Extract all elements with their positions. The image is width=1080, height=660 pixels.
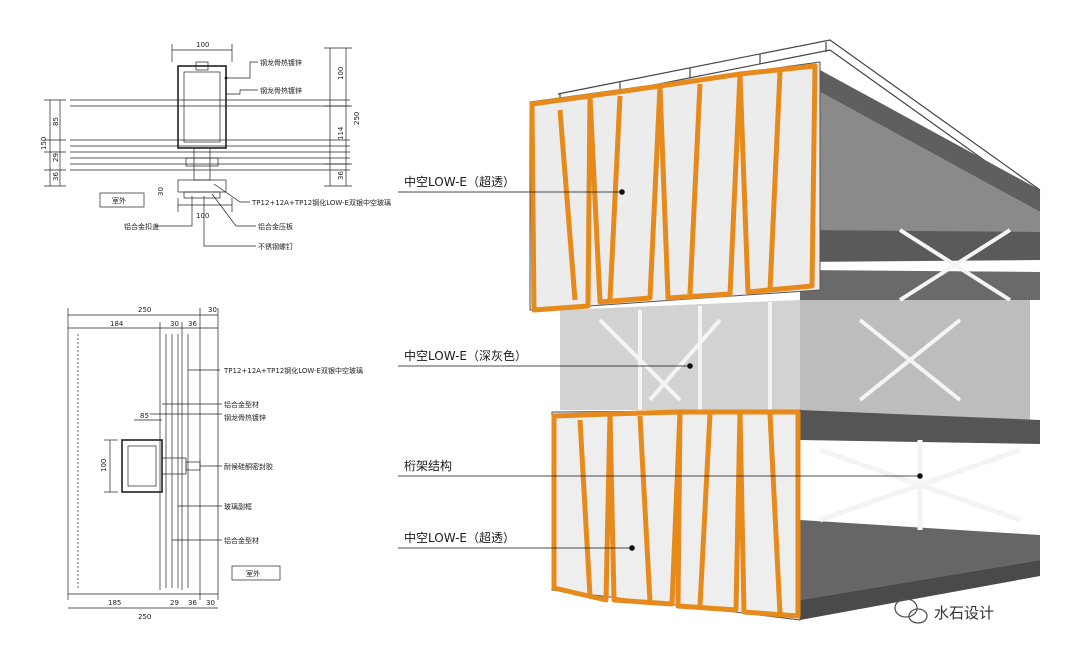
dim-30: 30: [206, 599, 215, 607]
outside-label-top: 室外: [112, 196, 126, 205]
outside-label-bottom: 室外: [246, 569, 260, 578]
dim-top-total: 250: [138, 306, 151, 314]
note-screw: 不锈钢螺钉: [258, 242, 293, 251]
dim-left-low: 36: [52, 172, 60, 181]
dim-right-low: 36: [337, 171, 345, 180]
note-alu-2: 铝合金型材: [224, 536, 259, 545]
callout-low-e-dark-grey: 中空LOW-E（深灰色）: [404, 348, 527, 363]
dim-left-mid: 29: [52, 153, 60, 162]
callout-lines: [398, 189, 923, 551]
detail-top-texts: 100 100 100 250 114 36 150 85 29 36 30 室…: [40, 41, 391, 251]
dim-top-184: 184: [110, 320, 124, 328]
dim-top-30a: 30: [208, 306, 217, 314]
note-alu-1: 铝合金型材: [224, 400, 259, 409]
callout-low-e-clear-lower: 中空LOW-E（超透）: [404, 530, 515, 545]
callout-truss: 桁架结构: [404, 458, 452, 473]
dim-85: 85: [140, 412, 149, 420]
note-steel-1: 钢龙骨热镀锌: [260, 58, 302, 67]
dim-bottom-total: 250: [138, 613, 151, 621]
dim-36: 36: [188, 599, 197, 607]
detail-bottom-section: [67, 308, 281, 609]
note-subframe: 玻璃副框: [224, 502, 252, 511]
dim-right-upper: 100: [337, 67, 345, 80]
callout-low-e-clear-upper: 中空LOW-E（超透）: [404, 174, 515, 189]
dim-right-mid: 114: [337, 126, 345, 140]
building-axonometric: [529, 39, 1041, 621]
detail-top-section: [44, 44, 352, 247]
wechat-icon: [894, 598, 928, 624]
dim-left-total: 150: [40, 137, 48, 150]
dim-100: 100: [100, 459, 108, 472]
note-steel-2: 钢龙骨热镀锌: [260, 86, 302, 95]
dim-right-total: 250: [353, 112, 361, 125]
watermark-text: 水石设计: [934, 604, 994, 622]
watermark: 水石设计: [894, 598, 994, 624]
note-press-plate: 铝合金压板: [258, 222, 293, 231]
note-glass-top: TP12+12A+TP12钢化LOW-E双银中空玻璃: [251, 198, 391, 207]
note-cover: 铝合金扣盖: [124, 222, 159, 231]
detail-bottom-texts: 250 30 184 30 36 85 100 185 29 36 30 250…: [100, 306, 363, 621]
note-glass-bottom: TP12+12A+TP12钢化LOW-E双银中空玻璃: [223, 366, 363, 375]
dim-bottom-width: 100: [196, 212, 209, 220]
note-sealant: 耐候硅酮密封胶: [224, 462, 273, 471]
dim-left-bottom: 30: [157, 187, 165, 196]
callout-texts: 中空LOW-E（超透） 中空LOW-E（深灰色） 桁架结构 中空LOW-E（超透…: [404, 174, 527, 545]
dim-left-upper: 85: [52, 117, 60, 126]
dim-top-30b: 30: [170, 320, 179, 328]
dim-top-36: 36: [188, 320, 197, 328]
dim-top-width: 100: [196, 41, 209, 49]
dim-185: 185: [108, 599, 121, 607]
note-steel-bottom: 钢龙骨热镀锌: [224, 413, 266, 422]
dim-29: 29: [170, 599, 179, 607]
